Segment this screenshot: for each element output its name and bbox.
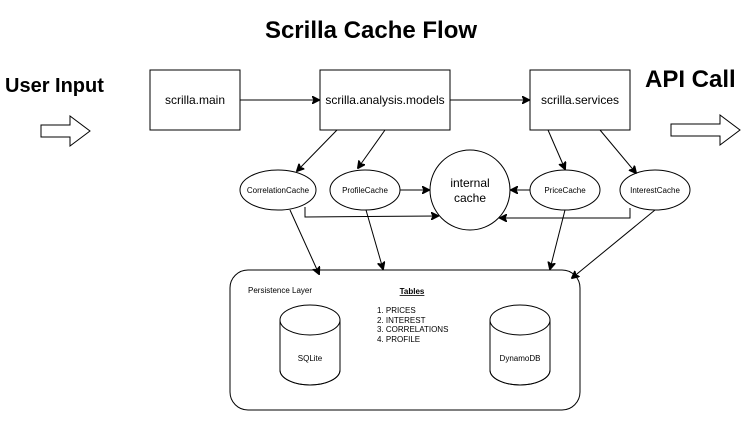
edge-models-to-correlation-cache	[297, 129, 338, 171]
diagram-title: Scrilla Cache Flow	[265, 17, 477, 44]
internal-cache-label-line2: cache	[454, 191, 486, 205]
edge-profile-cache-to-persistence	[365, 209, 383, 269]
api-call-arrow-icon	[670, 114, 741, 146]
module-scrilla-main: scrilla.main	[149, 69, 241, 131]
table-list-item: 4. PROFILE	[377, 335, 420, 344]
profile-cache-label: ProfileCache	[342, 186, 388, 195]
interest-cache-node: InterestCache	[619, 169, 691, 211]
correlation-cache-label: CorrelationCache	[247, 186, 310, 195]
edge-interest-cache-to-persistence	[572, 209, 656, 278]
module-scrilla-services: scrilla.services	[529, 69, 631, 131]
api-call-label: API Call	[645, 66, 736, 93]
table-list-item: 1. PRICES	[377, 306, 416, 315]
price-cache-node: PriceCache	[529, 169, 601, 211]
module-scrilla-analysis-models-label: scrilla.analysis.models	[325, 93, 444, 107]
interest-cache-label: InterestCache	[630, 186, 680, 195]
module-scrilla-analysis-models: scrilla.analysis.models	[319, 69, 451, 131]
correlation-cache-node: CorrelationCache	[239, 169, 317, 211]
tables-heading: Tables	[400, 287, 425, 296]
edge-interest-cache-to-internal	[500, 208, 631, 218]
price-cache-label: PriceCache	[544, 186, 586, 195]
sqlite-database-icon: SQLite	[279, 304, 341, 386]
dynamodb-database-icon: DynamoDB	[489, 304, 551, 386]
edge-models-to-profile-cache	[358, 129, 386, 168]
user-input-label: User Input	[5, 75, 104, 97]
edge-price-cache-to-persistence	[550, 209, 566, 269]
edge-correlation-cache-to-internal	[304, 207, 438, 217]
module-scrilla-services-label: scrilla.services	[541, 93, 619, 107]
dynamodb-label: DynamoDB	[500, 354, 541, 363]
user-input-arrow-icon	[40, 115, 91, 147]
edge-services-to-price-cache	[547, 129, 565, 169]
module-scrilla-main-label: scrilla.main	[165, 93, 225, 107]
edge-correlation-cache-to-persistence	[289, 209, 319, 274]
internal-cache-node: internal cache	[429, 149, 511, 231]
edge-services-to-interest-cache	[599, 129, 636, 173]
internal-cache-label-line1: internal	[450, 176, 489, 190]
profile-cache-node: ProfileCache	[329, 169, 401, 211]
table-list-item: 3. CORRELATIONS	[377, 325, 448, 334]
persistence-layer-label: Persistence Layer	[248, 286, 312, 295]
table-list-item: 2. INTEREST	[377, 316, 426, 325]
sqlite-label: SQLite	[298, 354, 323, 363]
